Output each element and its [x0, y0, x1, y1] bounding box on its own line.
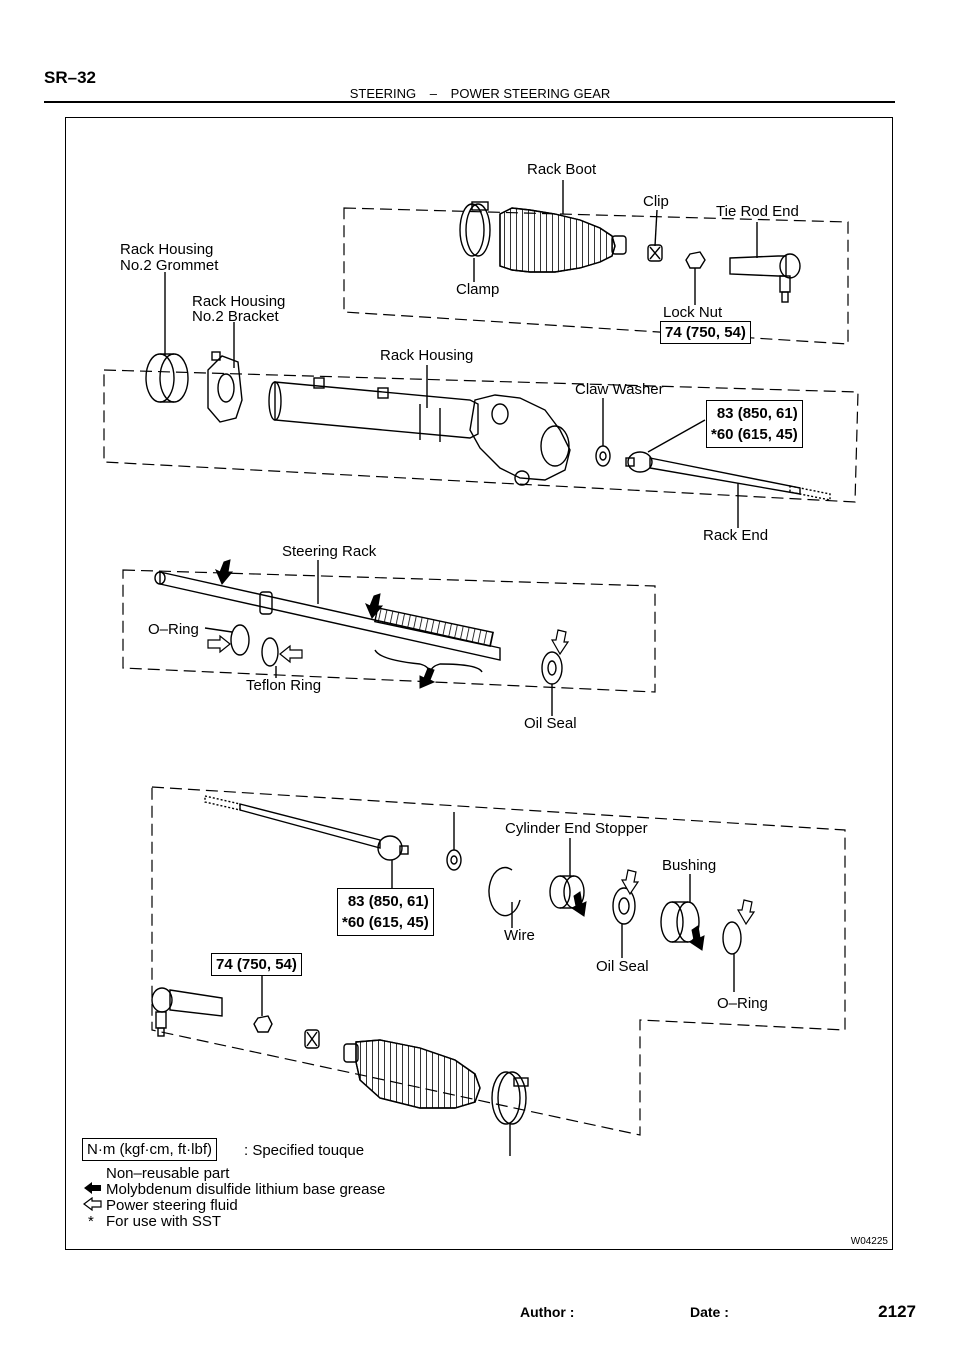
legend-sst-mark: * — [88, 1213, 94, 1230]
label-steering-rack: Steering Rack — [282, 543, 377, 560]
torque-rack-end-bottom-normal: 83 (850, 61) — [347, 893, 429, 910]
legend-moly-grease: Molybdenum disulfide lithium base grease — [106, 1181, 386, 1198]
clamp-drawing — [459, 201, 491, 257]
tie-rod-end-bottom-drawing — [151, 987, 223, 1037]
grease-arrow-4 — [571, 891, 587, 917]
label-rack-housing: Rack Housing — [380, 347, 474, 364]
fluid-arrow-4 — [620, 869, 640, 896]
torque-rack-end-top: 83 (850, 61) *60 (615, 45) — [706, 400, 803, 448]
legend-torque-unit: N·m (kgf·cm, ft·lbf) — [82, 1138, 217, 1161]
claw-washer-drawing — [595, 445, 611, 467]
label-lock-nut: Lock Nut — [663, 304, 723, 321]
leader-torque-top — [647, 419, 706, 453]
torque-lock-nut-top: 74 (750, 54) — [660, 321, 751, 344]
tie-rod-end-drawing — [729, 253, 801, 303]
clip-drawing — [647, 244, 663, 262]
legend-grease-arrow-icon — [84, 1182, 101, 1194]
fluid-arrow-1 — [207, 634, 231, 654]
label-rack-end: Rack End — [703, 527, 769, 544]
grease-arrow-3 — [419, 667, 436, 689]
diagram-frame — [65, 117, 893, 1250]
page-header: STEERING – POWER STEERING GEAR — [0, 86, 960, 101]
o-ring-top-drawing — [230, 624, 250, 656]
page-number: 2127 — [878, 1302, 916, 1321]
bracket-drawing — [207, 351, 243, 423]
rack-end-drawing — [625, 451, 831, 501]
group-frame-housing — [103, 369, 859, 503]
legend-sst-desc: For use with SST — [106, 1213, 222, 1230]
torque-rack-end-top-sst: *60 (615, 45) — [711, 426, 798, 443]
lock-nut-bottom-drawing — [253, 1015, 273, 1033]
steering-rack-drawing — [154, 571, 501, 675]
label-grommet-line1: Rack Housing — [120, 241, 214, 258]
label-oil-seal-bottom: Oil Seal — [596, 958, 649, 975]
header-rule — [44, 101, 895, 103]
legend-torque-desc: : Specified touque — [244, 1142, 365, 1159]
label-oil-seal-top: Oil Seal — [524, 715, 577, 732]
label-grommet-line2: No.2 Grommet — [120, 257, 219, 274]
fluid-arrow-2 — [279, 644, 303, 664]
legend-fluid-arrow-icon — [83, 1197, 102, 1211]
grease-arrow-5 — [689, 925, 705, 951]
oil-seal-bottom-drawing — [612, 887, 636, 925]
label-bracket-line2: No.2 Bracket — [192, 308, 279, 325]
label-rack-boot: Rack Boot — [527, 161, 597, 178]
fluid-arrow-3 — [550, 629, 570, 656]
clamp-bottom-drawing — [491, 1071, 529, 1125]
washer-bottom-drawing — [446, 849, 462, 871]
leader-clip — [654, 209, 658, 247]
rack-boot-drawing — [499, 207, 627, 273]
group-frame-rack — [122, 569, 656, 693]
grease-arrow-2 — [365, 593, 384, 619]
grease-arrow-1 — [215, 559, 234, 585]
clip-bottom-drawing — [304, 1029, 320, 1049]
torque-rack-end-top-normal: 83 (850, 61) — [716, 405, 798, 422]
legend-non-reusable: Non–reusable part — [106, 1165, 230, 1182]
teflon-ring-drawing — [261, 637, 279, 667]
label-claw-washer: Claw Washer — [575, 381, 664, 398]
label-o-ring-bottom: O–Ring — [717, 995, 768, 1012]
torque-rack-end-bottom-sst: *60 (615, 45) — [342, 914, 429, 931]
label-teflon-ring: Teflon Ring — [246, 677, 322, 694]
fluid-arrow-5 — [736, 899, 756, 926]
group-frame-bottom — [151, 786, 846, 1136]
label-o-ring-top: O–Ring — [148, 621, 199, 638]
torque-rack-end-bottom: 83 (850, 61) *60 (615, 45) — [337, 888, 434, 936]
label-clip: Clip — [643, 193, 669, 210]
leader-o-ring-top — [204, 627, 233, 633]
lock-nut-drawing — [685, 251, 706, 269]
oil-seal-top-drawing — [541, 651, 563, 685]
legend-ps-fluid: Power steering fluid — [106, 1197, 238, 1214]
wire-drawing — [488, 866, 521, 917]
o-ring-bottom-drawing — [722, 921, 742, 955]
header-separator: – — [429, 86, 438, 101]
rack-boot-bottom-drawing — [343, 1039, 481, 1109]
page-code: SR–32 — [44, 68, 96, 87]
footer-date: Date : — [690, 1304, 729, 1320]
rack-housing-drawing — [268, 377, 571, 486]
grommet-drawing — [145, 353, 189, 403]
label-cylinder-end-stopper: Cylinder End Stopper — [505, 820, 648, 837]
label-wire: Wire — [504, 927, 535, 944]
subsection-title: POWER STEERING GEAR — [450, 86, 611, 101]
rack-end-bottom-drawing — [204, 795, 409, 861]
label-bracket-line1: Rack Housing — [192, 293, 286, 310]
label-bushing: Bushing — [662, 857, 717, 874]
label-tie-rod-end: Tie Rod End — [716, 203, 799, 220]
label-clamp: Clamp — [456, 281, 500, 298]
torque-lock-nut-bottom: 74 (750, 54) — [211, 953, 302, 976]
section-title: STEERING — [349, 86, 417, 101]
figure-id: W04225 — [850, 1236, 888, 1247]
footer-author: Author : — [520, 1304, 575, 1320]
bushing-drawing — [660, 901, 700, 943]
